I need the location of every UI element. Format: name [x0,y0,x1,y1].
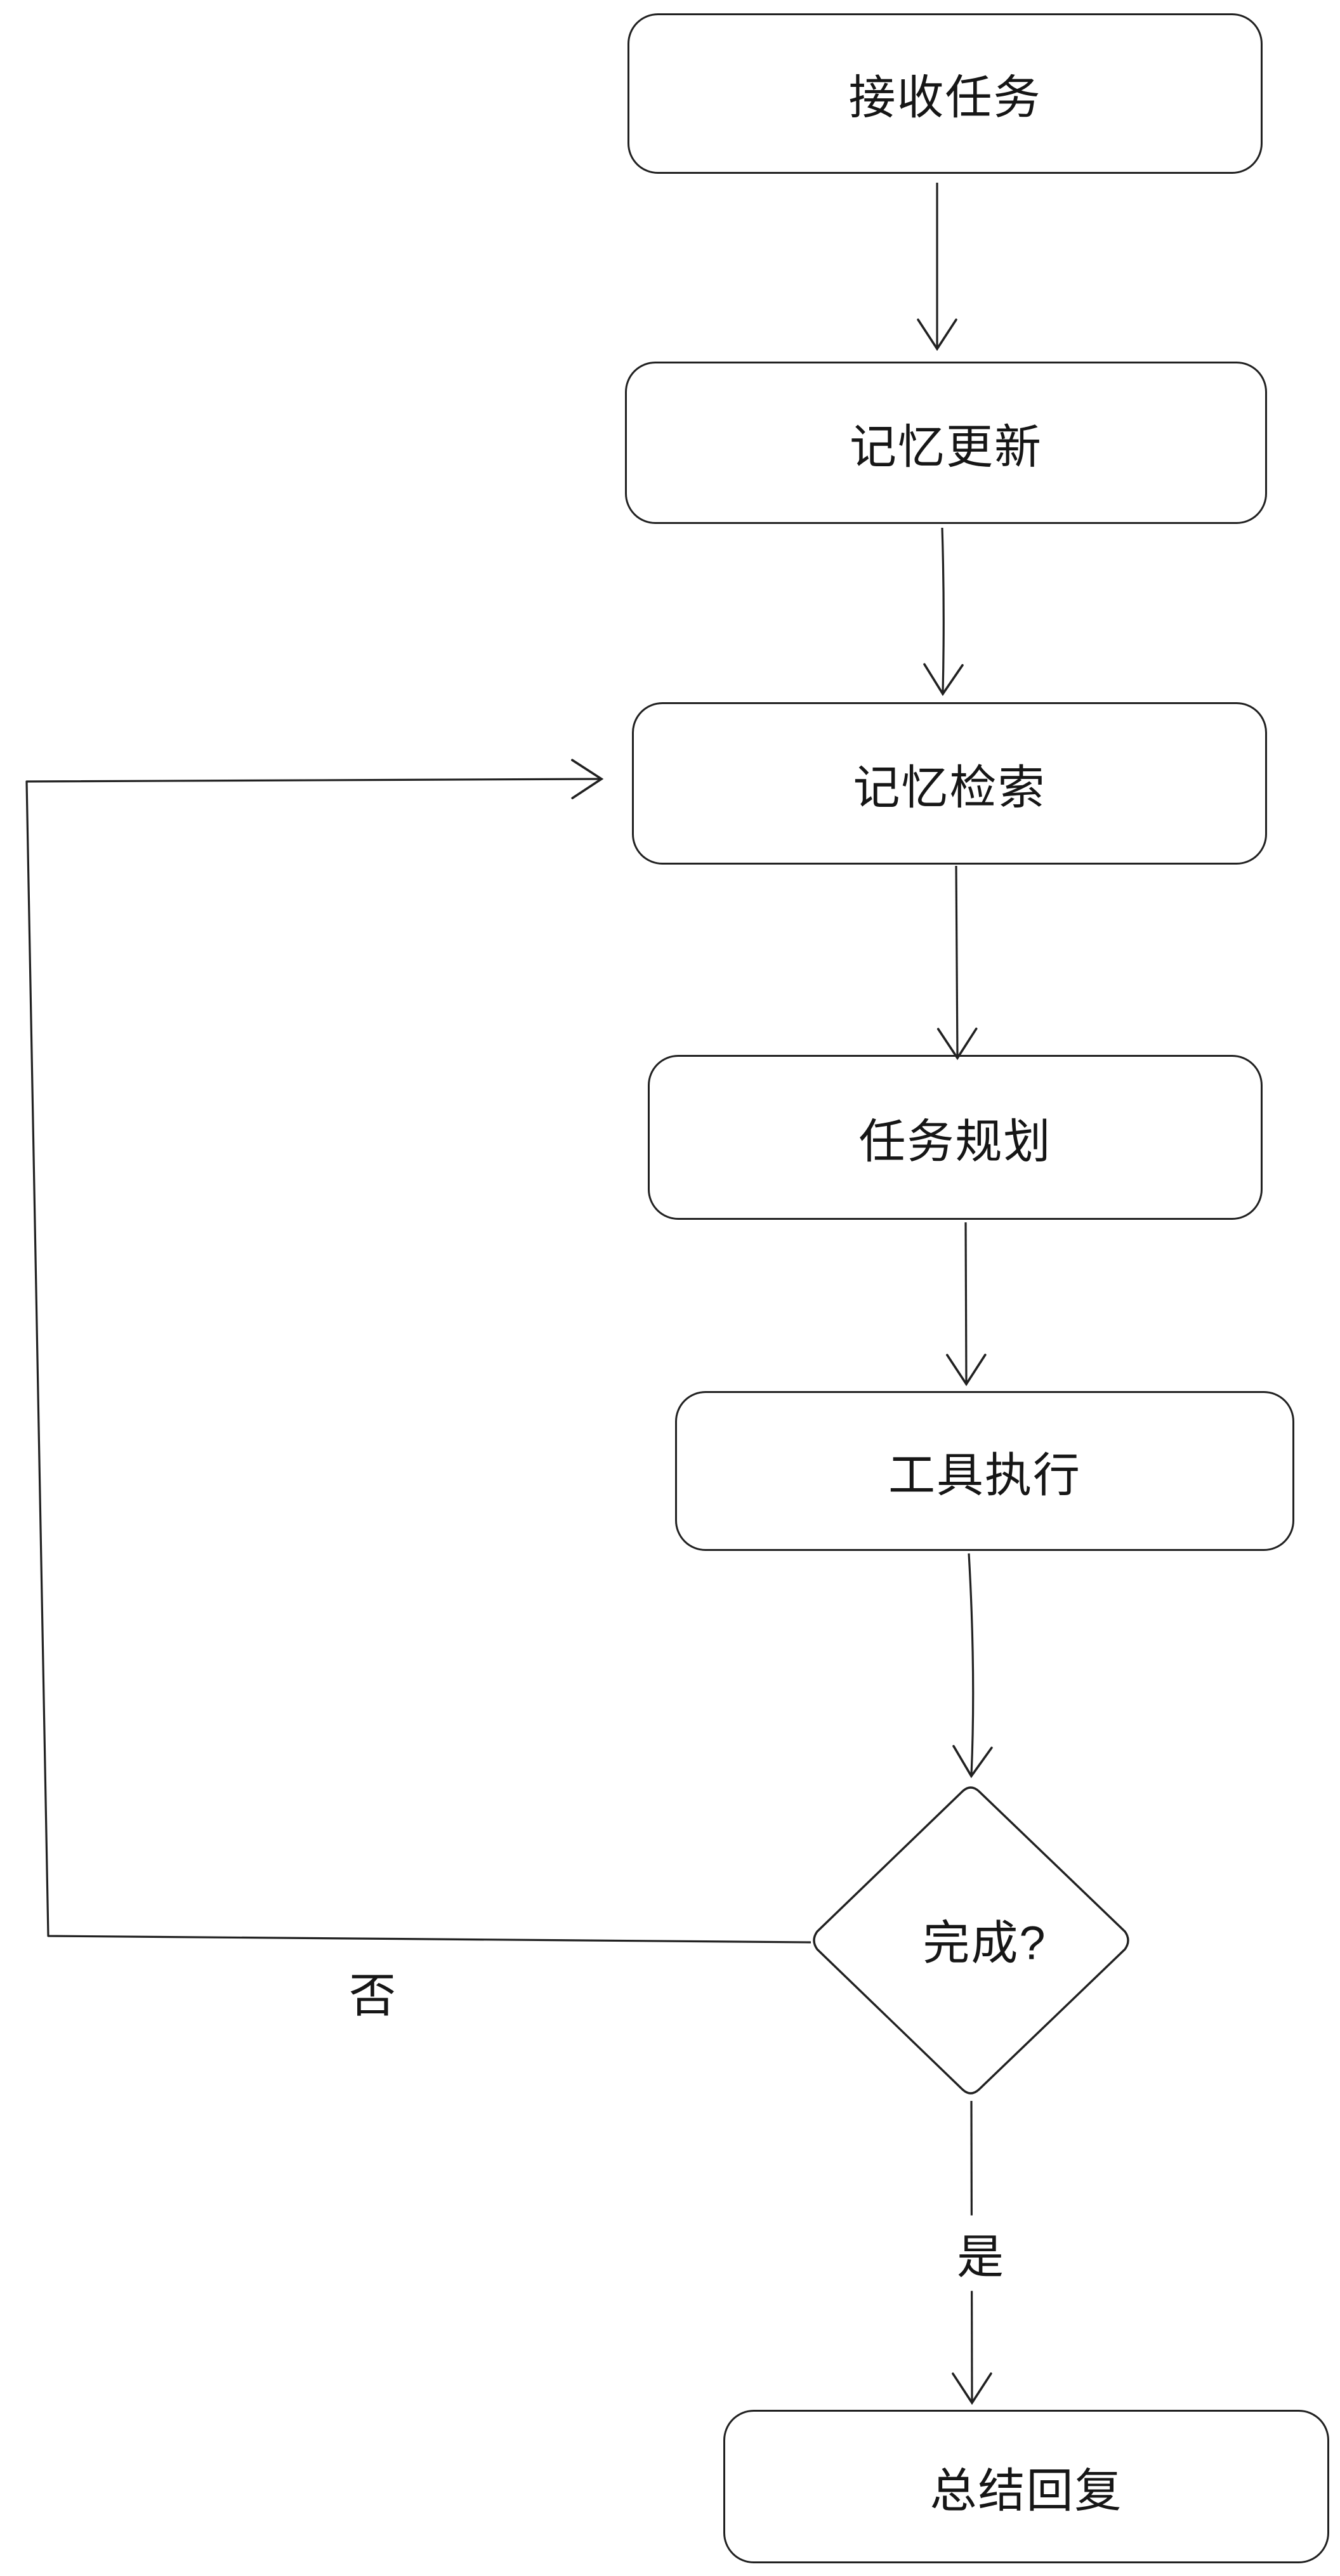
node-tool-execution: 工具执行 [675,1391,1294,1551]
node-memory-retrieval: 记忆检索 [632,702,1267,865]
node-task-planning-label: 任务规划 [858,1115,1052,1168]
node-complete-decision-label: 完成? [923,1916,1047,1970]
edge-label-no: 否 [349,1969,397,2022]
edge-decision-no-loop [25,759,811,1944]
node-memory-retrieval-label: 记忆检索 [853,761,1046,814]
edge-label-yes: 是 [950,2215,1011,2291]
edge-retrieval-to-planning [936,865,978,1061]
node-memory-update-label: 记忆更新 [850,420,1042,473]
edge-update-to-retrieval [923,527,964,696]
node-summary-reply-label: 总结回复 [929,2464,1123,2517]
node-task-planning: 任务规划 [648,1055,1263,1220]
edge-execution-to-decision [952,1553,993,1779]
node-receive-task: 接收任务 [627,13,1263,174]
node-memory-update: 记忆更新 [625,362,1267,524]
node-summary-reply: 总结回复 [723,2410,1329,2563]
node-tool-execution-label: 工具执行 [888,1448,1081,1501]
node-receive-task-label: 接收任务 [848,71,1042,124]
